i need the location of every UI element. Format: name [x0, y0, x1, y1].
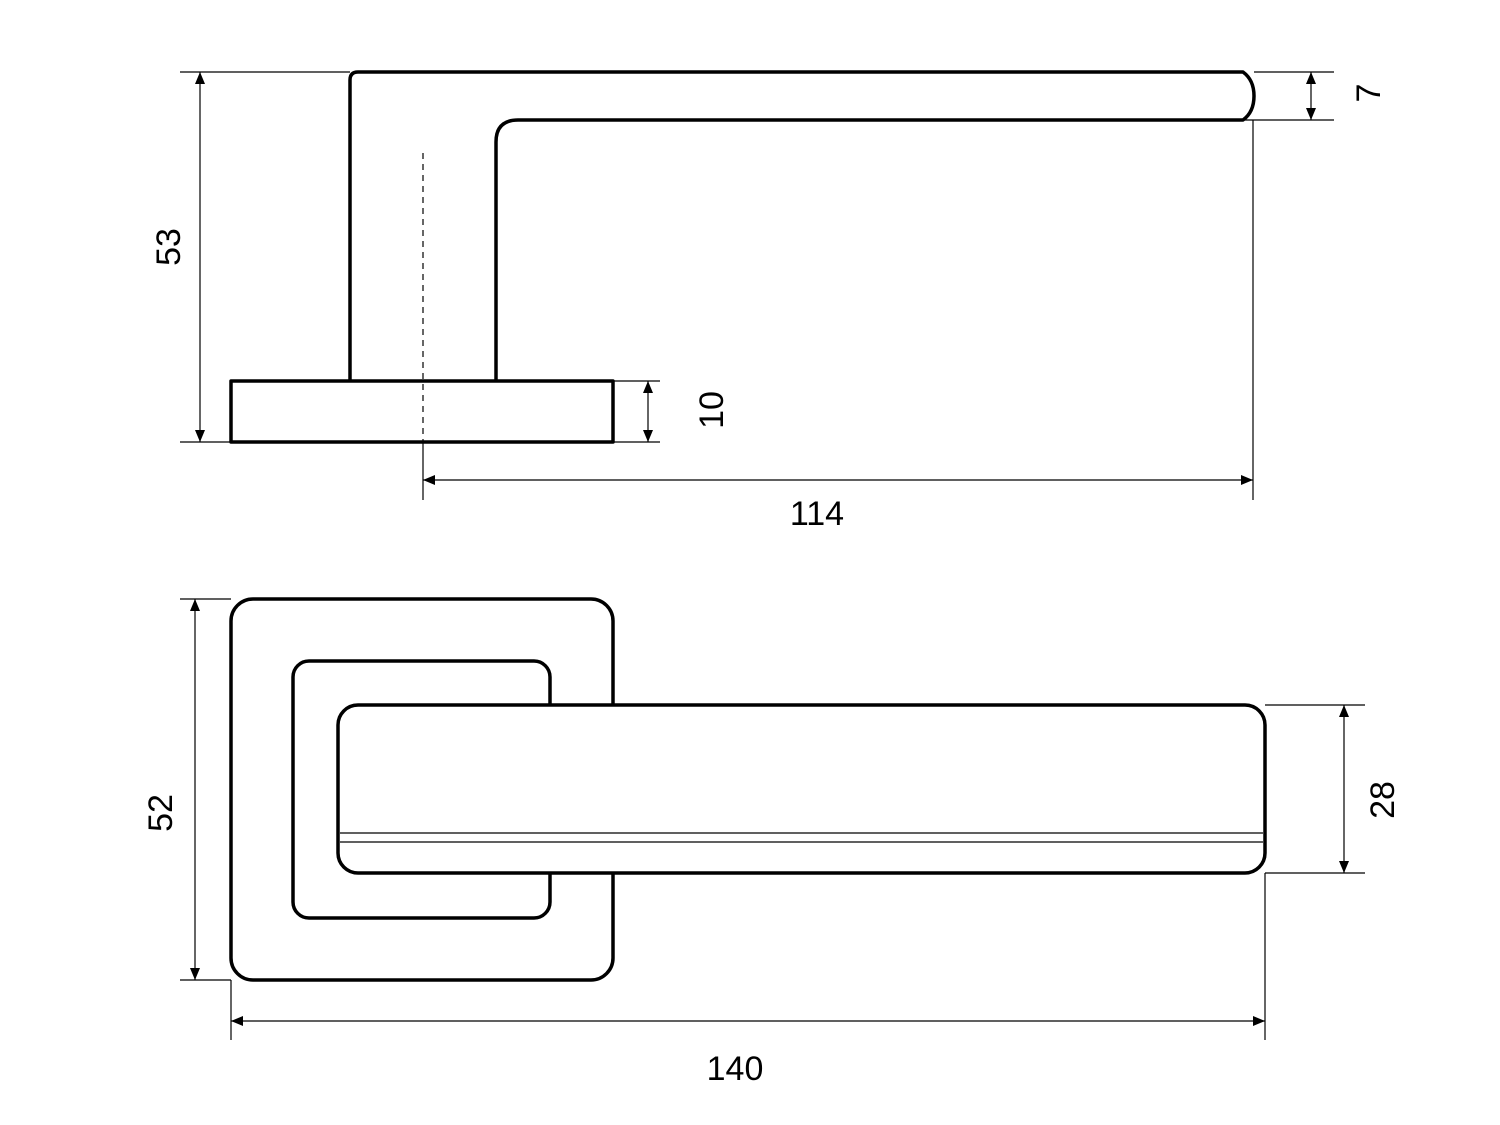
side-lever-outline	[348, 70, 1256, 380]
dim-text-overall-height: 53	[150, 228, 188, 266]
dim-text-overall-length: 140	[707, 1050, 764, 1088]
dim-text-lever-width: 28	[1364, 781, 1402, 819]
top-lever-outline	[336, 703, 1267, 875]
dim-text-lever-reach: 114	[790, 495, 844, 533]
side-rose-outline	[229, 379, 615, 444]
top-view: 52 28 140	[142, 597, 1402, 1088]
dim-text-rose-width: 52	[142, 794, 180, 832]
dim-text-lever-thickness: 7	[1350, 84, 1388, 103]
side-view: 53 7 10 114	[150, 70, 1388, 533]
dim-text-rose-thickness: 10	[693, 391, 731, 429]
